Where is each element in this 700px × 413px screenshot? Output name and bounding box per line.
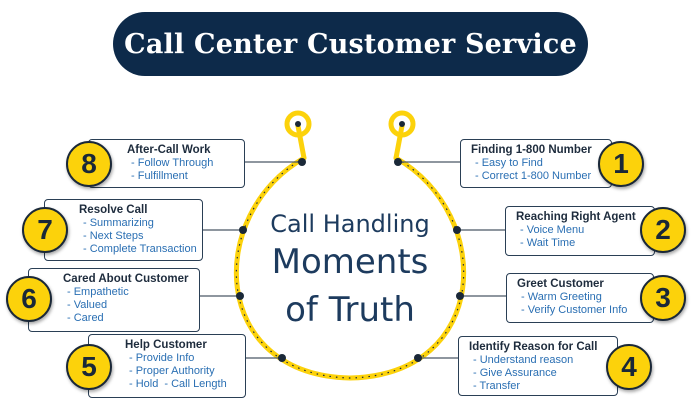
step-1-item: - Correct 1-800 Number bbox=[475, 170, 592, 182]
step-3-badge: 3 bbox=[640, 275, 686, 321]
step-4-box: Identify Reason for Call - Understand re… bbox=[458, 336, 618, 396]
step-3-item: - Verify Customer Info bbox=[521, 304, 628, 316]
junction-7 bbox=[239, 226, 247, 234]
step-6-item: - Empathetic bbox=[67, 286, 129, 298]
step-8-badge: 8 bbox=[66, 141, 112, 187]
step-1-badge: 1 bbox=[598, 141, 644, 187]
left-post bbox=[295, 123, 307, 161]
step-6-number: 6 bbox=[21, 283, 37, 314]
step-5-badge: 5 bbox=[66, 344, 112, 390]
step-5-item: - Hold - Call Length bbox=[125, 378, 237, 391]
step-1-item: - Easy to Find bbox=[475, 157, 543, 169]
center-line-2: Moments bbox=[271, 242, 429, 282]
step-2-item: - Voice Menu bbox=[520, 224, 585, 236]
step-7-item: - Summarizing bbox=[83, 217, 154, 229]
left-post-ring bbox=[284, 110, 312, 138]
step-3-number: 3 bbox=[655, 282, 671, 313]
step-4-title: Identify Reason for Call bbox=[469, 341, 598, 353]
right-post-dot bbox=[399, 121, 405, 127]
junction-1 bbox=[394, 158, 402, 166]
step-6-item: - Valued bbox=[67, 299, 108, 311]
step-5-number: 5 bbox=[81, 351, 97, 382]
step-1-title: Finding 1-800 Number bbox=[471, 144, 592, 156]
step-3-box: Greet Customer - Warm Greeting - Verify … bbox=[506, 273, 654, 323]
page-title: Call Center Customer Service bbox=[124, 28, 577, 60]
junction-5 bbox=[278, 354, 286, 362]
step-5-box: Help Customer - Provide Info - Proper Au… bbox=[88, 334, 246, 398]
moments-ring-dots bbox=[235, 157, 465, 379]
junction-6 bbox=[236, 292, 244, 300]
junction-2 bbox=[453, 226, 461, 234]
step-4-badge: 4 bbox=[606, 344, 652, 390]
step-7-title: Resolve Call bbox=[79, 204, 148, 216]
step-7-item: - Complete Transaction bbox=[83, 243, 197, 255]
step-8-title: After-Call Work bbox=[127, 144, 211, 156]
step-5-item: - Proper Authority bbox=[129, 365, 215, 377]
step-8-item: - Follow Through bbox=[131, 157, 214, 169]
step-2-title: Reaching Right Agent bbox=[516, 211, 636, 223]
step-6-badge: 6 bbox=[6, 276, 52, 322]
step-7-badge: 7 bbox=[22, 207, 68, 253]
step-4-number: 4 bbox=[621, 351, 637, 382]
step-6-box: Cared About Customer - Empathetic - Valu… bbox=[28, 268, 200, 332]
center-line-3: of Truth bbox=[285, 290, 415, 330]
title-banner: Call Center Customer Service bbox=[113, 12, 588, 76]
step-6-title: Cared About Customer bbox=[63, 273, 189, 285]
step-7-box: Resolve Call - Summarizing - Next Steps … bbox=[44, 199, 203, 261]
step-4-item: - Understand reason bbox=[473, 354, 574, 366]
step-4-item: - Transfer bbox=[473, 380, 521, 392]
step-2-item: - Wait Time bbox=[520, 237, 576, 249]
step-1-number: 1 bbox=[613, 148, 629, 179]
step-5-title: Help Customer bbox=[125, 339, 207, 351]
junction-3 bbox=[456, 292, 464, 300]
right-post bbox=[393, 123, 405, 161]
junction-4 bbox=[414, 354, 422, 362]
step-2-number: 2 bbox=[655, 214, 671, 245]
step-5-hold-item: - Hold bbox=[129, 378, 159, 390]
step-8-number: 8 bbox=[81, 148, 97, 179]
step-3-title: Greet Customer bbox=[517, 278, 604, 290]
left-post-dot bbox=[295, 121, 301, 127]
step-3-item: - Warm Greeting bbox=[521, 291, 602, 303]
step-8-box: After-Call Work - Follow Through - Fulfi… bbox=[88, 139, 245, 188]
step-7-item: - Next Steps bbox=[83, 230, 144, 242]
step-5-item: - Provide Info bbox=[129, 352, 195, 364]
step-8-item: - Fulfillment bbox=[131, 170, 188, 182]
step-4-item: - Give Assurance bbox=[473, 367, 557, 379]
step-1-box: Finding 1-800 Number - Easy to Find - Co… bbox=[460, 139, 612, 188]
step-6-item: - Cared bbox=[67, 312, 104, 324]
step-2-badge: 2 bbox=[640, 207, 686, 253]
junction-8 bbox=[298, 158, 306, 166]
center-line-1: Call Handling bbox=[270, 210, 430, 238]
step-5-call-length-item: - Call Length bbox=[164, 378, 227, 390]
step-7-number: 7 bbox=[37, 214, 53, 245]
right-post-ring bbox=[388, 110, 416, 138]
step-2-box: Reaching Right Agent - Voice Menu - Wait… bbox=[505, 206, 655, 256]
